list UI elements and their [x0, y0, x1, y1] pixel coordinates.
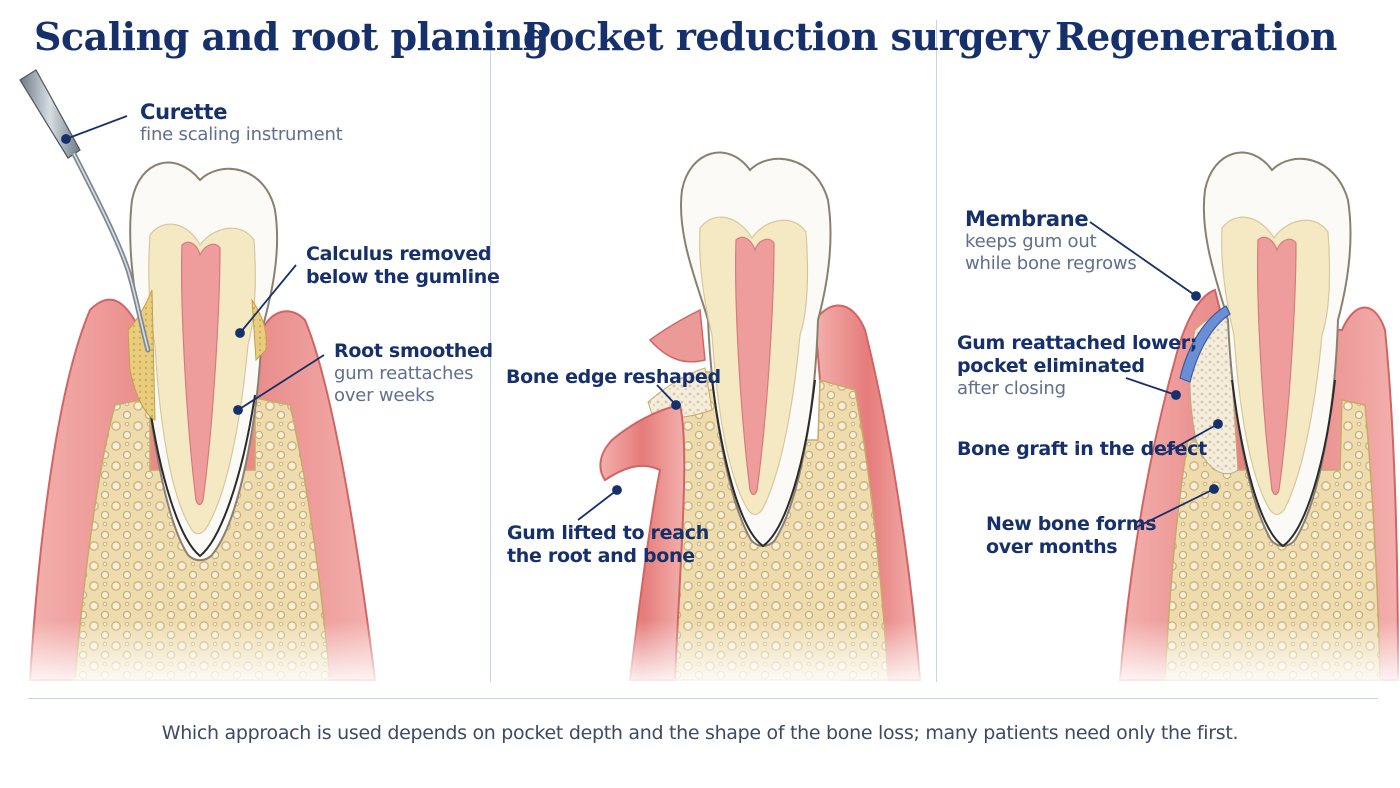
label-bone-edge-reshaped: Bone edge reshaped: [506, 366, 721, 389]
label-sub: fine scaling instrument: [140, 124, 343, 145]
label-sub: gum reattaches: [334, 363, 474, 384]
footer-divider: [28, 698, 1378, 699]
panel-title-pocket-reduction: Pocket reduction surgery: [522, 14, 1049, 59]
label-head: Gum lifted to reach: [507, 522, 709, 544]
label-head-2: the root and bone: [507, 545, 695, 567]
label-sub: keeps gum out: [965, 231, 1097, 252]
panel-2-illustration: [495, 151, 935, 690]
label-curette: Curette fine scaling instrument: [140, 101, 343, 146]
label-head: Bone graft in the defect: [957, 438, 1207, 460]
panel-title-scaling: Scaling and root planing: [34, 14, 549, 59]
label-gum-reattached: Gum reattached lower; pocket eliminated …: [957, 332, 1197, 400]
label-sub-2: while bone regrows: [965, 253, 1137, 274]
label-head: New bone forms: [986, 513, 1157, 535]
label-membrane: Membrane keeps gum out while bone regrow…: [965, 208, 1137, 275]
label-head: Gum reattached lower;: [957, 332, 1198, 354]
label-head-2: pocket eliminated: [957, 355, 1145, 377]
label-root-smoothed: Root smoothed gum reattaches over weeks: [334, 340, 493, 407]
label-head: Bone edge reshaped: [506, 366, 721, 388]
label-head: Calculus removed: [306, 243, 492, 265]
tooth-icon: [129, 161, 279, 562]
tooth-icon: [1202, 151, 1352, 548]
label-gum-lifted: Gum lifted to reach the root and bone: [507, 522, 709, 568]
panel-3-illustration: [940, 151, 1400, 690]
label-head: Membrane: [965, 207, 1089, 231]
label-bone-graft: Bone graft in the defect: [957, 438, 1207, 461]
label-sub: after closing: [957, 378, 1066, 399]
label-head: Root smoothed: [334, 340, 493, 362]
panel-title-regeneration: Regeneration: [1055, 14, 1337, 59]
label-head-2: over months: [986, 536, 1118, 558]
footnote: Which approach is used depends on pocket…: [161, 722, 1239, 744]
label-new-bone: New bone forms over months: [986, 513, 1157, 559]
label-head: Curette: [140, 100, 228, 124]
label-head-2: below the gumline: [306, 266, 500, 288]
panel-1-illustration: [0, 69, 480, 690]
gum-icon: [599, 403, 686, 681]
label-sub-2: over weeks: [334, 385, 435, 406]
tooth-icon: [680, 151, 832, 548]
membrane-icon: [1179, 305, 1231, 383]
panel-divider: [936, 20, 937, 682]
label-calculus-removed: Calculus removed below the gumline: [306, 243, 500, 289]
panel-divider: [490, 20, 491, 682]
curette-icon: [19, 69, 151, 353]
